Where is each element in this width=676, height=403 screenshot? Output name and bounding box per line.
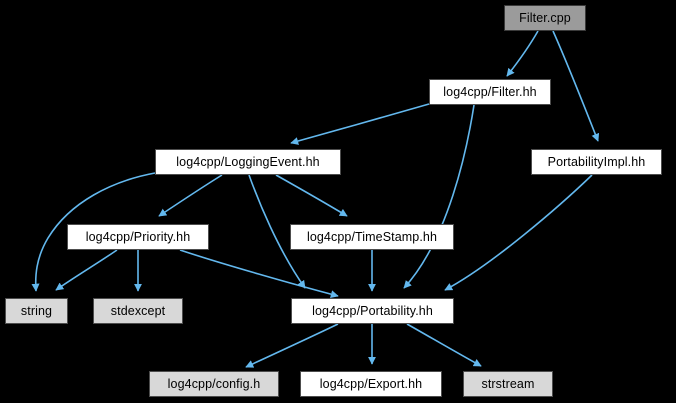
- graph-node-stdexcept[interactable]: stdexcept: [93, 298, 183, 324]
- graph-node-label: PortabilityImpl.hh: [547, 155, 646, 169]
- graph-node-priority_hh[interactable]: log4cpp/Priority.hh: [67, 224, 209, 250]
- graph-node-label: string: [20, 304, 53, 318]
- graph-node-label: Filter.cpp: [519, 11, 571, 25]
- graph-node-label: log4cpp/TimeStamp.hh: [306, 230, 438, 244]
- graph-edge-portability_hh-to-config_h: [245, 323, 339, 368]
- graph-node-label: log4cpp/Portability.hh: [312, 304, 433, 318]
- graph-edge-portability_hh-to-strstream: [406, 323, 482, 367]
- graph-node-string[interactable]: string: [5, 298, 68, 324]
- graph-edge-priority_hh-to-string: [55, 249, 118, 291]
- graph-node-export_hh[interactable]: log4cpp/Export.hh: [300, 371, 442, 397]
- graph-edge-logging_event_hh-to-priority_hh: [158, 174, 223, 217]
- graph-node-filter_hh[interactable]: log4cpp/Filter.hh: [429, 79, 551, 105]
- graph-edge-logging_event_hh-to-string: [31, 172, 156, 292]
- graph-edge-priority_hh-to-portability_hh: [179, 249, 339, 299]
- graph-edge-filter_cpp-to-filter_hh: [506, 30, 539, 77]
- graph-node-label: log4cpp/Export.hh: [319, 377, 423, 391]
- graph-node-timestamp_hh[interactable]: log4cpp/TimeStamp.hh: [290, 224, 454, 250]
- graph-node-portability_hh[interactable]: log4cpp/Portability.hh: [291, 298, 454, 324]
- graph-edge-logging_event_hh-to-portability_hh: [248, 174, 306, 289]
- graph-node-strstream[interactable]: strstream: [463, 371, 553, 397]
- graph-edge-filter_hh-to-logging_event_hh: [290, 103, 430, 145]
- graph-node-label: log4cpp/LoggingEvent.hh: [176, 155, 320, 169]
- graph-node-logging_event_hh[interactable]: log4cpp/LoggingEvent.hh: [155, 149, 341, 175]
- graph-edge-logging_event_hh-to-timestamp_hh: [275, 174, 348, 217]
- graph-edge-filter_hh-to-portability_hh: [403, 104, 475, 289]
- graph-edge-portability_impl-to-portability_hh: [444, 174, 593, 291]
- graph-edge-filter_cpp-to-portability_impl: [552, 30, 600, 142]
- graph-node-label: log4cpp/config.h: [167, 377, 261, 391]
- graph-node-label: log4cpp/Priority.hh: [85, 230, 191, 244]
- graph-node-label: stdexcept: [110, 304, 166, 318]
- graph-node-label: strstream: [481, 377, 535, 391]
- graph-node-filter_cpp[interactable]: Filter.cpp: [504, 5, 586, 31]
- graph-node-portability_impl[interactable]: PortabilityImpl.hh: [531, 149, 662, 175]
- graph-node-label: log4cpp/Filter.hh: [443, 85, 537, 99]
- graph-node-config_h[interactable]: log4cpp/config.h: [149, 371, 279, 397]
